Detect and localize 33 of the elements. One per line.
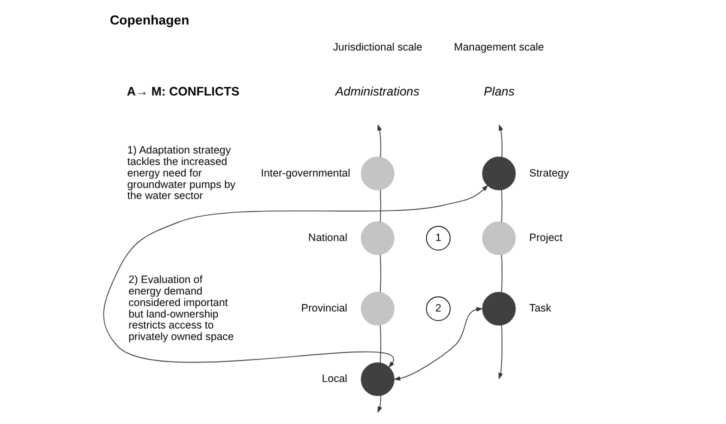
arrow bbox=[103, 184, 488, 368]
label: Jurisdictional scale bbox=[332, 41, 422, 54]
connector bbox=[380, 254, 382, 293]
arrow bbox=[378, 124, 382, 158]
node-circle bbox=[482, 221, 516, 256]
node-circle: 2 bbox=[426, 296, 451, 322]
node-label: Task bbox=[529, 302, 552, 315]
node-label: Strategy bbox=[529, 167, 569, 180]
arrow bbox=[498, 124, 504, 158]
node-circle bbox=[360, 292, 394, 326]
node-label: Inter-governmental bbox=[260, 167, 350, 180]
node-label: Local bbox=[322, 372, 348, 385]
label: Management scale bbox=[454, 41, 544, 54]
connector bbox=[380, 324, 382, 364]
node-circle bbox=[360, 156, 394, 190]
label: 1) Adaptation strategy tackles the increased energy need for groundwater pumps by the water sector bbox=[127, 144, 236, 202]
arrow bbox=[378, 395, 382, 414]
connector bbox=[501, 254, 502, 293]
connector bbox=[501, 189, 502, 222]
label: 2) Evaluation of energy demand considered important but land-ownership restricts access to privately owned space bbox=[128, 274, 234, 344]
node-circle bbox=[482, 292, 516, 326]
label: A→ M: CONFLICTS bbox=[126, 84, 240, 98]
label: Plans bbox=[484, 84, 515, 98]
node-label: National bbox=[308, 232, 348, 244]
node-label: Provincial bbox=[301, 302, 348, 315]
arrow bbox=[394, 307, 483, 381]
node-circle: 1 bbox=[426, 226, 451, 251]
arrow bbox=[498, 324, 503, 380]
node-circle bbox=[360, 221, 394, 256]
label: Administrations bbox=[335, 84, 420, 98]
connector bbox=[380, 189, 382, 222]
diagram-title: Copenhagen bbox=[110, 12, 190, 28]
node-label: Project bbox=[529, 232, 562, 244]
